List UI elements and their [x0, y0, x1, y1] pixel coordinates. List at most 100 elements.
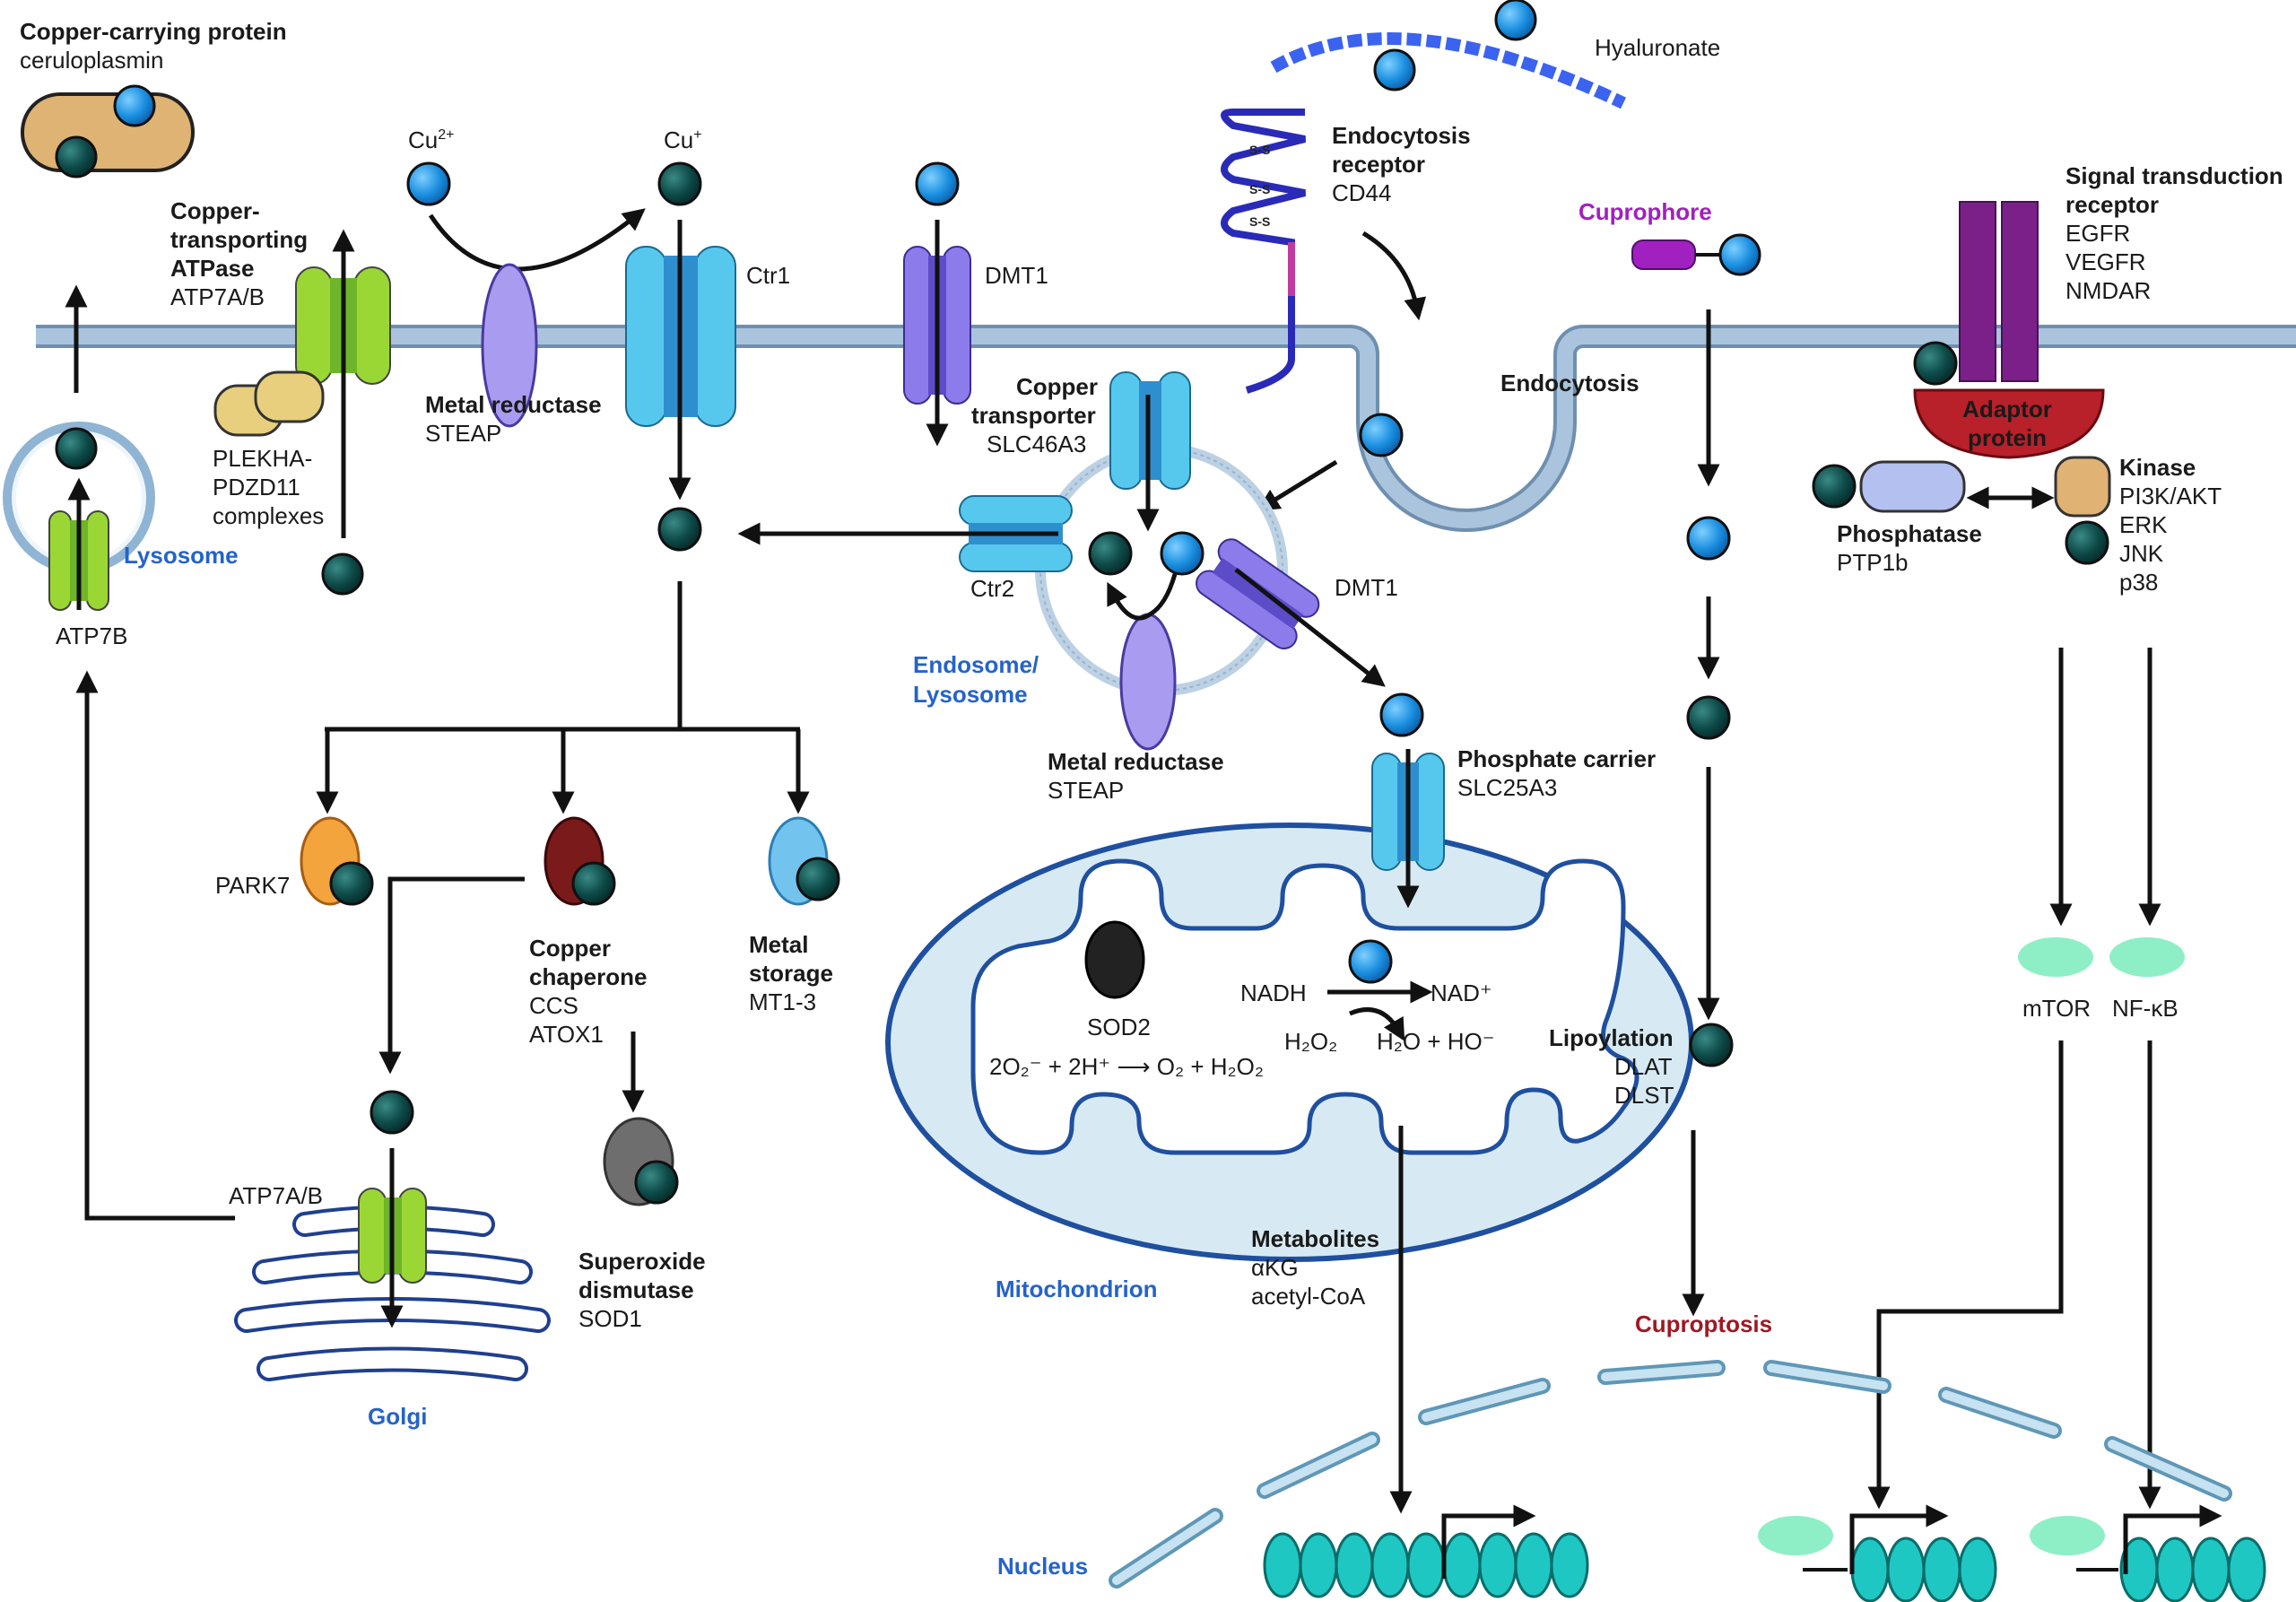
dmt1-top-label: DMT1: [985, 262, 1048, 289]
chaperone-to-golgi-arrow: [378, 876, 525, 1075]
sod2-protein: [1084, 920, 1145, 999]
kinase-cu: [2065, 520, 2109, 565]
signal-item-vegfr: VEGFR: [2066, 248, 2146, 275]
kinase-item-jnk: JNK: [2119, 540, 2164, 567]
cu1-label: Cu+: [664, 126, 702, 153]
signal-item-nmdar: NMDAR: [2066, 277, 2151, 304]
plekha-line-2: PDZD11: [213, 474, 300, 501]
nfkb-label: NF-κB: [2112, 995, 2179, 1022]
chaperone-item-ccs: CCS: [529, 992, 578, 1019]
mito-entry-cu2: [1379, 692, 1424, 737]
chaperone-cu: [571, 861, 616, 906]
h2o2-label: H₂O₂: [1284, 1028, 1337, 1055]
sod2-label: SOD2: [1087, 1014, 1151, 1040]
atp7b-label: ATP7B: [56, 623, 127, 649]
nadh-label: NADH: [1240, 979, 1307, 1006]
mitochondrion-label: Mitochondrion: [996, 1276, 1158, 1302]
ss-bond-1: S-S: [1249, 143, 1270, 157]
cd44-title-2: receptor: [1332, 151, 1425, 178]
signal-title-2: receptor: [2066, 191, 2159, 218]
dmt1-endo-label: DMT1: [1335, 574, 1398, 601]
h2o-ho-label: H₂O + HO⁻: [1377, 1028, 1494, 1055]
endocytosis-arrow: [1361, 231, 1427, 321]
cu2-on-hyaluronate: [1494, 0, 1537, 41]
steap-top-sub: STEAP: [425, 420, 501, 447]
cu2-on-hyaluronate-2: [1373, 48, 1416, 91]
cuprophore-cu2: [1718, 233, 1761, 276]
signal-receptor: [1913, 201, 2105, 459]
dmt1-top-transporter: [903, 246, 971, 405]
mtor-shape: [2018, 937, 2093, 977]
lipoylation-cu: [1689, 1023, 1734, 1067]
atpase-title-2: transporting: [170, 226, 308, 253]
slc46a3-sub: SLC46A3: [987, 431, 1086, 457]
metabolites-acetylcoa: acetyl-CoA: [1251, 1283, 1366, 1310]
cu1-ion: [321, 553, 364, 596]
ceruloplasmin-title: Copper-carrying protein: [20, 18, 287, 45]
signal-item-egfr: EGFR: [2066, 220, 2130, 247]
golgi-transporter-label: ATP7A/B: [229, 1182, 323, 1209]
receptor-cu: [1913, 341, 1958, 386]
atpase-title-3: ATPase: [170, 255, 254, 282]
transcription-arrow-2: [1849, 1504, 1949, 1574]
phosphatase-title: Phosphatase: [1837, 520, 1982, 547]
sod1-cu: [634, 1160, 679, 1205]
ss-bond-2: S-S: [1249, 182, 1270, 196]
ctr2-label: Ctr2: [970, 575, 1014, 602]
sod1-title-1: Superoxide: [578, 1248, 706, 1275]
endosome-cu2: [1160, 531, 1205, 576]
mitochondrion: [885, 823, 1694, 1262]
steap-reductase: [481, 263, 538, 428]
steap-endo-title: Metal reductase: [1048, 748, 1224, 775]
steap-top-title: Metal reductase: [425, 391, 602, 418]
sod1-sub: SOD1: [578, 1305, 642, 1332]
chromatin-mtor: [1850, 1537, 1997, 1602]
kinase-item-pi3k: PI3K/AKT: [2119, 483, 2222, 509]
cytosolic-cu1-2: [1686, 695, 1731, 740]
storage-title-1: Metal: [749, 931, 808, 958]
slc25a3-title: Phosphate carrier: [1457, 745, 1656, 772]
ctr1-transporter: [625, 246, 736, 427]
golgi-label: Golgi: [368, 1403, 427, 1430]
phosphatase-sub: PTP1b: [1837, 549, 1909, 576]
fenton-arrow: [1349, 1007, 1405, 1041]
metabolites-akg: αKG: [1251, 1254, 1299, 1281]
endosome-reduction-arrow: [1107, 573, 1178, 621]
lipoylation-dlst: DLST: [1614, 1082, 1674, 1109]
endosome-cu1: [1088, 531, 1133, 576]
mtor-label: mTOR: [2022, 995, 2091, 1022]
cu2-ion: [406, 161, 451, 206]
hyaluronate-chain: [1270, 32, 1627, 109]
endosome-label-2: Lysosome: [913, 681, 1028, 708]
cu2-ion-dmt1: [915, 161, 960, 206]
cuprophore-label: Cuprophore: [1578, 198, 1712, 225]
lipoylation-dlat: DLAT: [1614, 1053, 1673, 1080]
storage-cu: [796, 857, 840, 901]
phosphatase-shape: [1859, 460, 1966, 513]
nuclear-envelope-inner: [1112, 1363, 2229, 1585]
vesicle-to-endosome-arrow: [1257, 459, 1338, 511]
lysosome-label: Lysosome: [124, 542, 239, 569]
dmt1-export-arrow: [1234, 568, 1386, 687]
cd44-receptor: [1221, 109, 1306, 278]
metabolites-title: Metabolites: [1251, 1225, 1379, 1252]
plekha-line-3: complexes: [213, 502, 324, 529]
chaperone-title-2: chaperone: [529, 963, 648, 990]
kinase-title: Kinase: [2119, 454, 2196, 481]
kinase-item-erk: ERK: [2119, 511, 2168, 538]
park7-label: PARK7: [215, 872, 290, 899]
cytosolic-cu1: [657, 507, 702, 552]
endocytosis-label: Endocytosis: [1500, 370, 1639, 396]
slc46a3-title-1: Copper: [1016, 373, 1098, 400]
slc46a3-title-2: transporter: [971, 402, 1096, 429]
chaperone-title-1: Copper: [529, 935, 611, 962]
signal-title-1: Signal transduction: [2066, 162, 2283, 189]
nucleus-label: Nucleus: [997, 1553, 1088, 1580]
golgi-to-lysosome-arrow: [75, 670, 235, 1221]
park7-cu: [329, 861, 374, 906]
transcription-arrow-1: [1441, 1504, 1536, 1579]
lipoylation-title: Lipoylation: [1549, 1024, 1674, 1051]
mtor-to-nucleus-arrow: [1867, 1040, 2064, 1510]
cuprophore-molecule: [1631, 239, 1696, 270]
